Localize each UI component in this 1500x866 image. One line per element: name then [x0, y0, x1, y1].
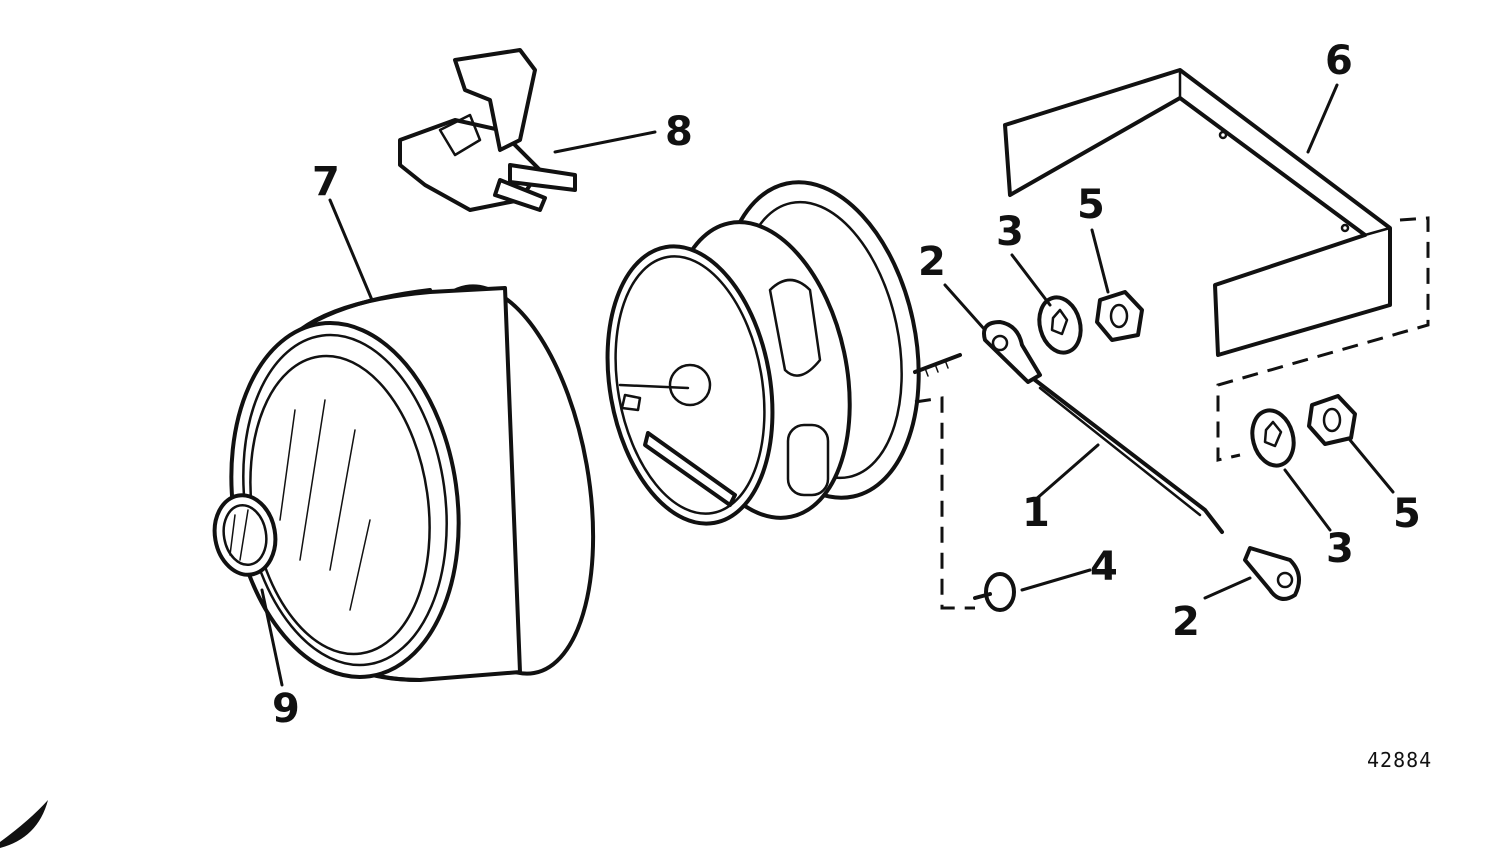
callout-2-upper: 2 — [918, 239, 946, 285]
hex-nut-part-5-lower — [1307, 394, 1357, 446]
figure-number: 42884 — [1367, 748, 1432, 772]
assembly-guide-lines — [914, 216, 1430, 610]
callout-4: 4 — [1090, 544, 1118, 590]
callout-1: 1 — [1022, 490, 1050, 536]
screw-part-4 — [973, 572, 1016, 612]
page-corner-mark — [0, 800, 48, 848]
callout-8: 8 — [665, 109, 693, 155]
callout-7: 7 — [312, 159, 340, 205]
gauge-housing-part-7 — [229, 284, 596, 682]
hex-nut-part-5-upper — [1095, 290, 1144, 342]
leader-lines — [260, 83, 1395, 687]
callout-5-lower: 5 — [1393, 491, 1421, 537]
wire-lead-part-1 — [1033, 378, 1224, 534]
mounting-stud — [913, 353, 962, 377]
lamp-lens-part-9 — [212, 493, 278, 577]
lock-washer-part-3-upper — [1037, 295, 1083, 355]
gauge-mechanism — [605, 180, 921, 526]
callout-3-upper: 3 — [996, 209, 1024, 255]
socket-clip-part-8 — [398, 48, 577, 212]
terminal-part-2-upper — [982, 320, 1042, 384]
callout-5-upper: 5 — [1077, 182, 1105, 228]
terminal-part-2-lower — [1243, 546, 1301, 601]
callout-2-lower: 2 — [1172, 599, 1200, 645]
mounting-bracket-part-6 — [1003, 68, 1392, 357]
lock-washer-part-3-lower — [1250, 408, 1296, 468]
callout-3-lower: 3 — [1326, 526, 1354, 572]
callout-6: 6 — [1325, 38, 1353, 84]
callout-9: 9 — [272, 686, 300, 732]
